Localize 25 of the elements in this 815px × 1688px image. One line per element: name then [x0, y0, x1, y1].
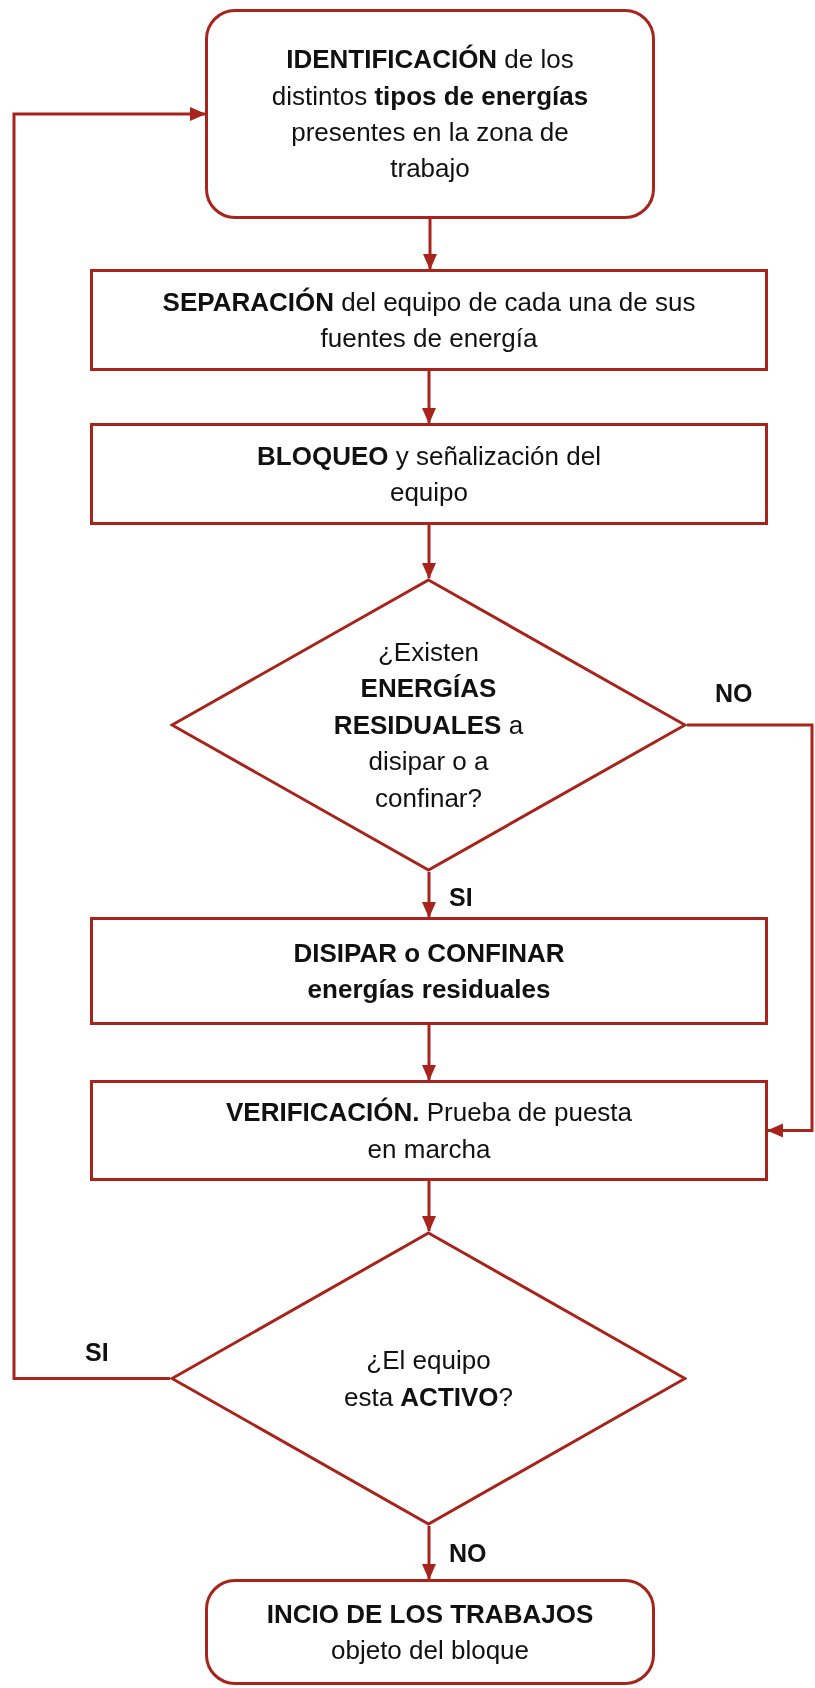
node-text: SEPARACIÓN del equipo de cada una de sus fuentes de energía	[161, 285, 697, 355]
node-text: IDENTIFICACIÓN de los distintos tipos de energías presentes en la zona de trabajo	[270, 43, 590, 186]
node-text: INCIO DE LOS TRABAJOS objeto del bloque	[265, 1597, 595, 1667]
node-text: DISIPAR o CONFINAR energías residuales	[292, 936, 566, 1006]
arrow	[422, 872, 436, 918]
process-box	[90, 269, 768, 371]
node-text: BLOQUEO y señalización del equipo	[256, 439, 602, 509]
decision-diamond	[170, 578, 687, 872]
terminal-box	[205, 9, 655, 219]
arrow	[422, 525, 436, 579]
arrow	[422, 1526, 436, 1580]
process-box	[90, 423, 768, 525]
node-text: ¿Existen ENERGÍAS RESIDUALES a disipar o a confinar?	[332, 636, 525, 815]
arrow	[422, 371, 436, 424]
node-text: VERIFICACIÓN. Prueba de puesta en marcha	[224, 1096, 634, 1166]
arrow	[423, 219, 437, 270]
arrow	[422, 1025, 436, 1081]
node-text: ¿El equipo esta ACTIVO?	[343, 1344, 514, 1414]
decision-diamond	[170, 1231, 687, 1526]
terminal-box	[205, 1579, 655, 1685]
arrow	[12, 107, 206, 1380]
process-box	[90, 917, 768, 1025]
arrow	[422, 1181, 436, 1232]
process-box	[90, 1080, 768, 1181]
arrow	[687, 723, 814, 1138]
